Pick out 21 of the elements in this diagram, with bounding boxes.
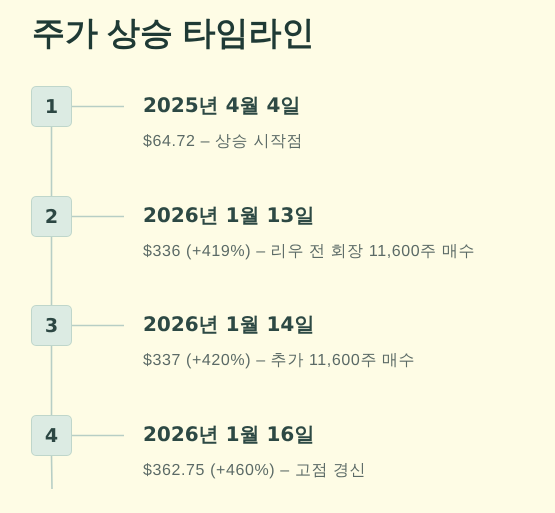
- date-heading: 2026년 1월 16일: [143, 422, 316, 446]
- description-text: $336 (+419%) – 리우 전 회장 11,600주 매수: [143, 243, 476, 261]
- number-box: 2: [31, 196, 72, 237]
- number-box: 3: [31, 305, 72, 346]
- connector-line: [72, 434, 124, 436]
- date-heading: 2025년 4월 4일: [143, 93, 302, 117]
- number-box: 1: [31, 86, 72, 127]
- connector-line: [72, 216, 124, 218]
- connector-line: [50, 456, 53, 490]
- connector-line: [50, 237, 52, 305]
- connector-line: [50, 346, 52, 415]
- number-box: 4: [31, 415, 72, 456]
- connector-line: [50, 127, 52, 196]
- title: 주가 상승 타임라인: [32, 13, 314, 53]
- date-heading: 2026년 1월 13일: [143, 203, 316, 227]
- connector-line: [72, 106, 124, 108]
- connector-line: [72, 324, 124, 326]
- date-heading: 2026년 1월 14일: [143, 312, 316, 336]
- description-text: $337 (+420%) – 추가 11,600주 매수: [143, 352, 416, 370]
- description-text: $64.72 – 상승 시작점: [143, 133, 304, 151]
- description-text: $362.75 (+460%) – 고점 경신: [143, 462, 366, 480]
